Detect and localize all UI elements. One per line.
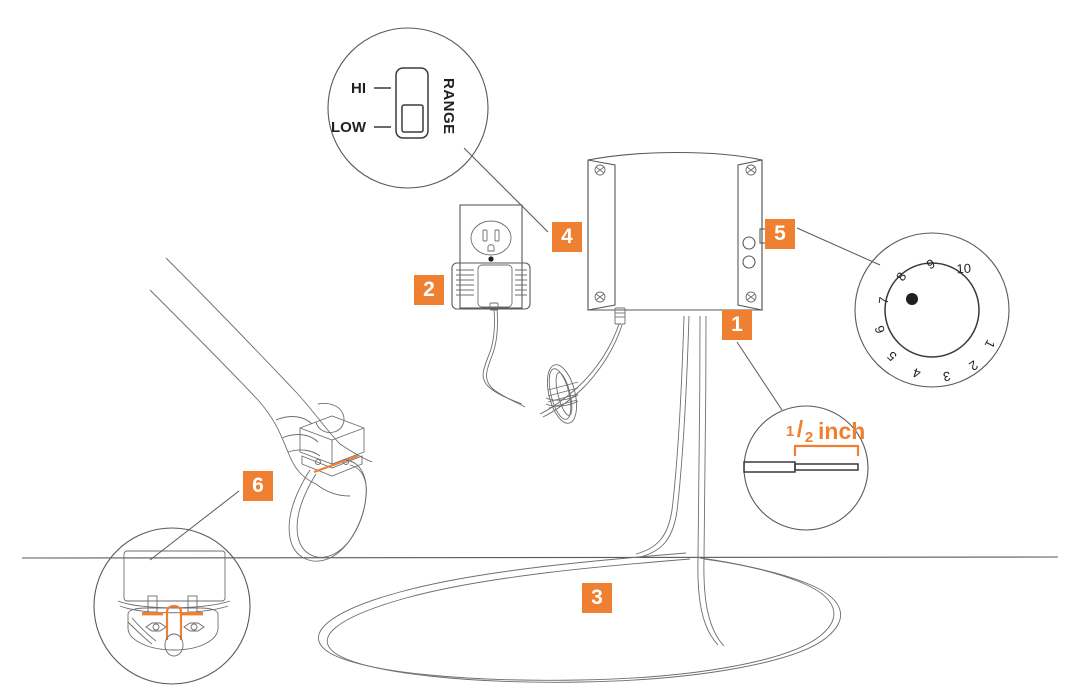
wire-connector-clamp	[299, 415, 365, 477]
outlet-socket	[470, 220, 512, 262]
strip-unit-label: inch	[818, 418, 865, 444]
plug-in-power-adapter	[451, 262, 531, 311]
contact-pad-right	[182, 612, 203, 616]
range-leader-line	[463, 147, 549, 233]
control-box-ports	[742, 236, 756, 269]
connector-orange-wire	[313, 454, 359, 474]
dial-number-7: 7	[876, 296, 892, 305]
wire-connector-underside-detail	[93, 490, 251, 685]
underside-leader-line	[149, 490, 240, 561]
cutting-height-dial-detail: 1 2 3 4 5 6 7 8 9 10	[796, 227, 1010, 388]
dial-number-5: 5	[884, 348, 900, 364]
dial-number-6: 6	[871, 324, 888, 336]
dial-number-10: 10	[956, 261, 971, 277]
callout-badge-5[interactable]: 5	[765, 219, 795, 249]
underside-orange-wire	[165, 604, 183, 640]
dial-number-4: 4	[911, 365, 922, 381]
range-low-label: LOW	[331, 119, 367, 136]
dial-leader-line	[796, 227, 881, 266]
strip-fraction-slash: /	[797, 416, 804, 442]
charging-station-control-box	[587, 151, 767, 325]
callout-badge-1[interactable]: 1	[722, 310, 752, 340]
dial-numbers: 1 2 3 4 5 6 7 8 9 10	[871, 256, 998, 385]
dial-number-9: 9	[924, 256, 938, 273]
adapter-vents	[456, 269, 527, 296]
callout-badge-4[interactable]: 4	[552, 222, 582, 252]
coiled-power-cable	[545, 364, 579, 424]
strip-numerator: 1	[786, 423, 794, 440]
power-cable	[482, 307, 623, 424]
strip-leader-line	[736, 341, 783, 411]
wire-strip-length-detail: 1 / 2 inch	[736, 341, 869, 531]
callout-badge-6[interactable]: 6	[243, 471, 273, 501]
wall-outlet	[459, 204, 523, 309]
contact-pad-left	[142, 612, 163, 616]
dial-number-3: 3	[942, 368, 952, 384]
boundary-wire-loop	[318, 552, 842, 683]
ground-surface-line	[21, 556, 1059, 559]
range-title-label: RANGE	[440, 78, 457, 135]
boundary-wire-leads	[635, 315, 725, 647]
strip-denominator: 2	[805, 429, 813, 446]
control-box-screws	[594, 164, 757, 303]
range-switch-detail: HI LOW RANGE	[327, 27, 549, 233]
callout-badge-3[interactable]: 3	[582, 583, 612, 613]
dial-number-2: 2	[966, 357, 981, 373]
control-box-power-connector	[614, 307, 626, 325]
dial-number-1: 1	[982, 337, 999, 350]
hand-holding-connector	[149, 257, 373, 562]
range-hi-label: HI	[351, 80, 366, 97]
callout-badge-2[interactable]: 2	[414, 275, 444, 305]
